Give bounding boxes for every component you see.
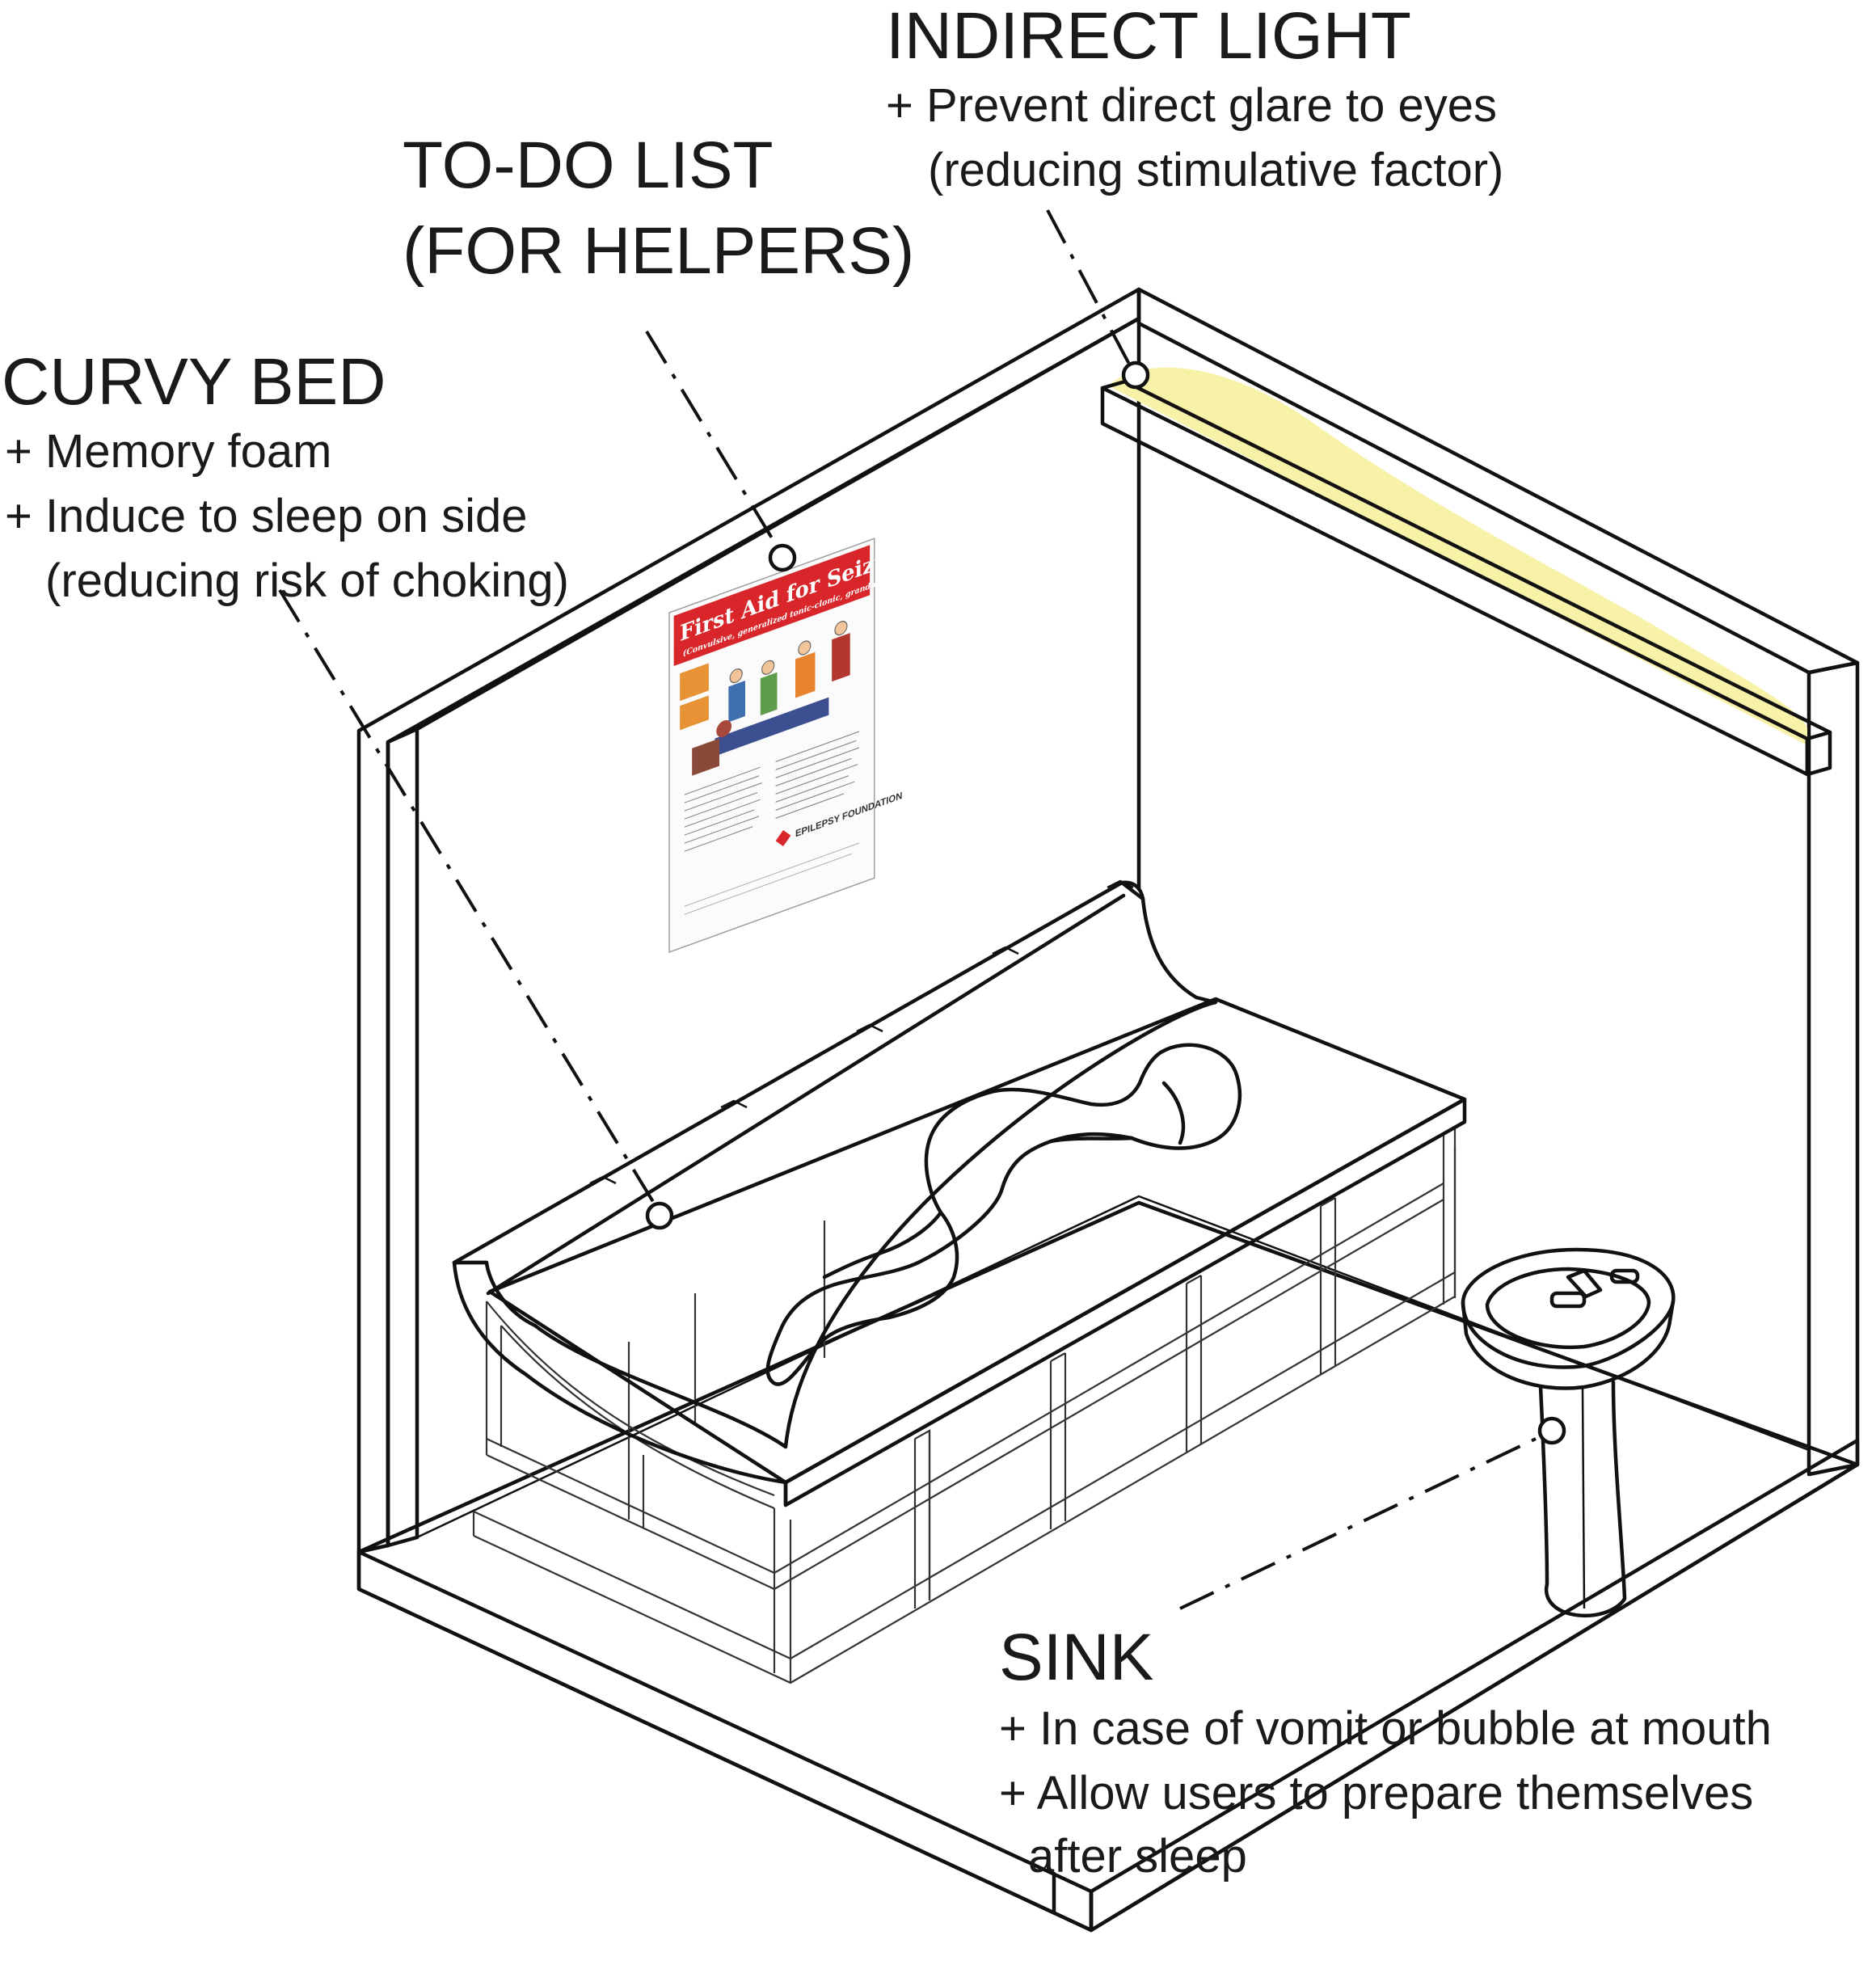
label-curvy-bed: CURVY BED + Memory foam + Induce to slee… xyxy=(2,345,569,607)
indirect-light-title: INDIRECT LIGHT xyxy=(886,0,1411,73)
leader-todo-list xyxy=(647,331,776,545)
sink-title: SINK xyxy=(999,1621,1153,1694)
indirect-light-line-2: (reducing stimulative factor) xyxy=(928,144,1503,196)
marker-indirect-light xyxy=(1123,363,1148,387)
todo-list-subtitle: (FOR HELPERS) xyxy=(403,214,914,288)
sink-line-2: + Allow users to prepare themselves xyxy=(999,1767,1753,1819)
curvy-bed-title: CURVY BED xyxy=(2,345,386,419)
sink-line-1: + In case of vomit or bubble at mouth xyxy=(999,1702,1772,1755)
marker-curvy-bed xyxy=(647,1204,672,1228)
curvy-bed-line-1: + Memory foam xyxy=(5,425,332,478)
marker-sink xyxy=(1540,1419,1564,1443)
curvy-bed-line-3: (reducing risk of choking) xyxy=(45,554,569,607)
indirect-light-line-1: + Prevent direct glare to eyes xyxy=(886,79,1497,132)
sink-line-3: after sleep xyxy=(1028,1830,1247,1883)
first-aid-poster: First Aid for Seizures (Convulsive, gene… xyxy=(669,521,925,952)
label-sink: SINK + In case of vomit or bubble at mou… xyxy=(999,1621,1772,1883)
leader-lines xyxy=(280,210,1564,1609)
marker-todo-list xyxy=(770,546,795,570)
leader-curvy-bed xyxy=(280,590,655,1204)
leader-sink xyxy=(1180,1439,1536,1609)
label-indirect-light: INDIRECT LIGHT + Prevent direct glare to… xyxy=(886,0,1503,196)
pedestal-sink xyxy=(1463,1250,1673,1616)
label-todo-list: TO-DO LIST (FOR HELPERS) xyxy=(403,129,914,288)
todo-list-title: TO-DO LIST xyxy=(403,129,774,202)
curvy-bed-line-2: + Induce to sleep on side xyxy=(5,490,528,542)
light-fixture xyxy=(1102,368,1830,774)
